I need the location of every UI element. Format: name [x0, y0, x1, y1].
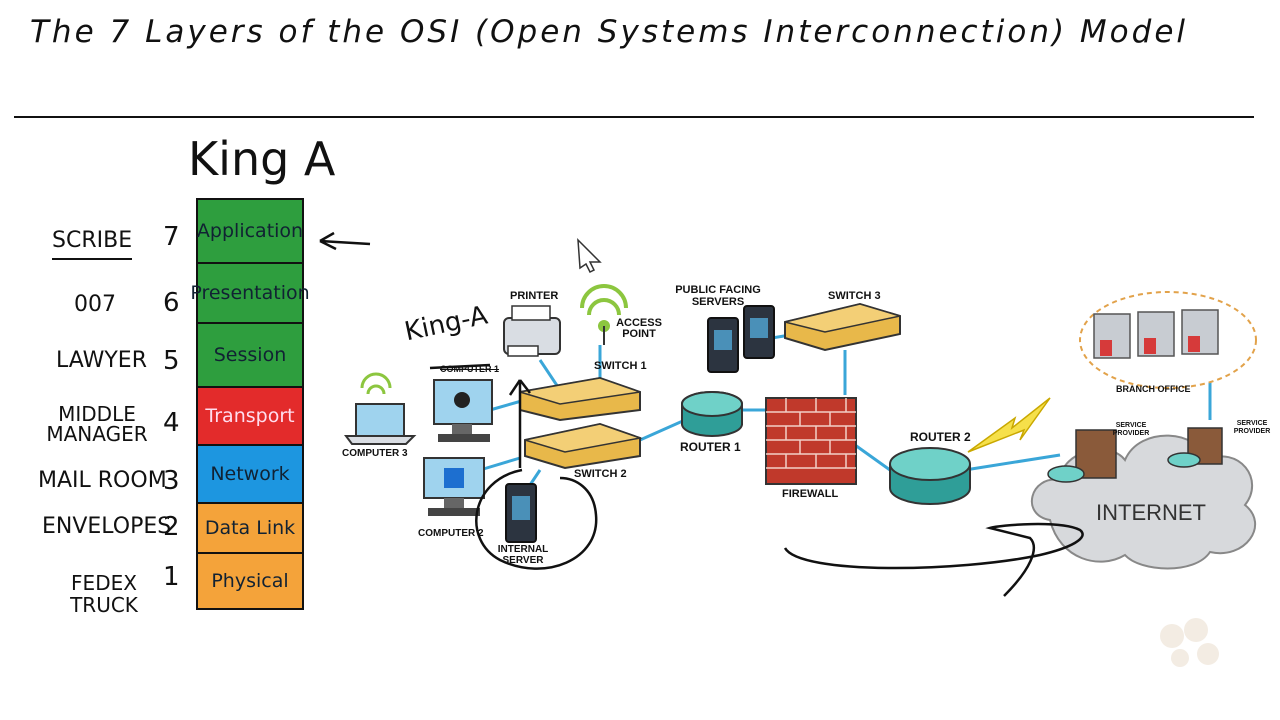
role-fedex-truck: FEDEX TRUCK: [70, 571, 138, 617]
title-underline: [14, 116, 1254, 118]
role-middle-manager: MIDDLE MANAGER: [46, 402, 148, 446]
layer-number-6: 6: [163, 288, 180, 318]
layer-number-3: 3: [163, 466, 180, 496]
layer-network: Network: [196, 446, 304, 504]
computer-2-label: COMPUTER 2: [418, 528, 484, 539]
layer-physical: Physical: [196, 554, 304, 610]
internet-cloud-icon: [1031, 427, 1257, 570]
role-lawyer: LAWYER: [56, 348, 147, 373]
role-mail-room: MAIL ROOM: [38, 468, 167, 493]
layer-transport: Transport: [196, 388, 304, 446]
cursor-pointer-icon: [577, 238, 602, 274]
internal-server-icon: [505, 483, 537, 543]
printer-icon: [503, 305, 561, 357]
layer-data-link: Data Link: [196, 504, 304, 554]
service-provider-right-label: SERVICE PROVIDER: [1233, 420, 1271, 435]
osi-layer-stack: Application Presentation Session Transpo…: [190, 198, 310, 610]
router-1-label: ROUTER 1: [680, 440, 741, 454]
printer-label: PRINTER: [510, 290, 559, 302]
layer-number-7: 7: [163, 222, 180, 252]
wireless-link-icon: [967, 397, 1051, 453]
switch-1-label: SWITCH 1: [594, 360, 647, 372]
layer-number-1: 1: [163, 562, 180, 592]
branch-office-icon: [1079, 291, 1257, 389]
computer-3-label: COMPUTER 3: [342, 448, 408, 459]
page-title: The 7 Layers of the OSI (Open Systems In…: [30, 14, 1188, 50]
firewall-icon: [765, 397, 857, 485]
branch-office-label: BRANCH OFFICE: [1116, 384, 1191, 394]
layer-number-2: 2: [163, 512, 180, 542]
king-label: King A: [188, 132, 336, 186]
layer-number-4: 4: [163, 408, 180, 438]
router-1-icon: [681, 391, 743, 437]
internet-label: INTERNET: [1096, 500, 1206, 525]
layer-application: Application: [196, 198, 304, 264]
access-point-icon: [580, 284, 628, 345]
public-servers-icon: [707, 305, 775, 373]
switch-3-label: SWITCH 3: [828, 290, 881, 302]
hand-drawn-annotations: [429, 363, 1084, 597]
switch-2-label: SWITCH 2: [574, 468, 627, 480]
internal-server-label: INTERNAL SERVER: [497, 544, 549, 566]
role-scribe: SCRIBE: [52, 230, 133, 260]
switch-1-icon: [519, 376, 641, 422]
arrow-annotation-icon: [319, 231, 371, 251]
role-envelopes: ENVELOPES: [42, 514, 172, 539]
computer-2-icon: [423, 457, 485, 516]
layer-session: Session: [196, 324, 304, 388]
router-2-label: ROUTER 2: [910, 430, 971, 444]
firewall-label: FIREWALL: [782, 488, 839, 500]
public-servers-label: PUBLIC FACING SERVERS: [675, 284, 761, 308]
router-2-icon: [889, 447, 971, 505]
computer-1-label: COMPUTER 1: [440, 364, 500, 374]
switch-3-icon: [784, 302, 901, 352]
access-point-label: ACCESS POINT: [616, 317, 662, 340]
role-007: 007: [74, 292, 116, 317]
logo-watermark-icon: [1160, 618, 1219, 667]
service-provider-left-label: SERVICE PROVIDER: [1112, 422, 1150, 437]
switch-2-icon: [524, 422, 643, 470]
computer-1-icon: [433, 379, 493, 442]
computer-3-laptop-icon: [344, 372, 417, 445]
layer-presentation: Presentation: [190, 264, 310, 324]
layer-number-5: 5: [163, 346, 180, 376]
